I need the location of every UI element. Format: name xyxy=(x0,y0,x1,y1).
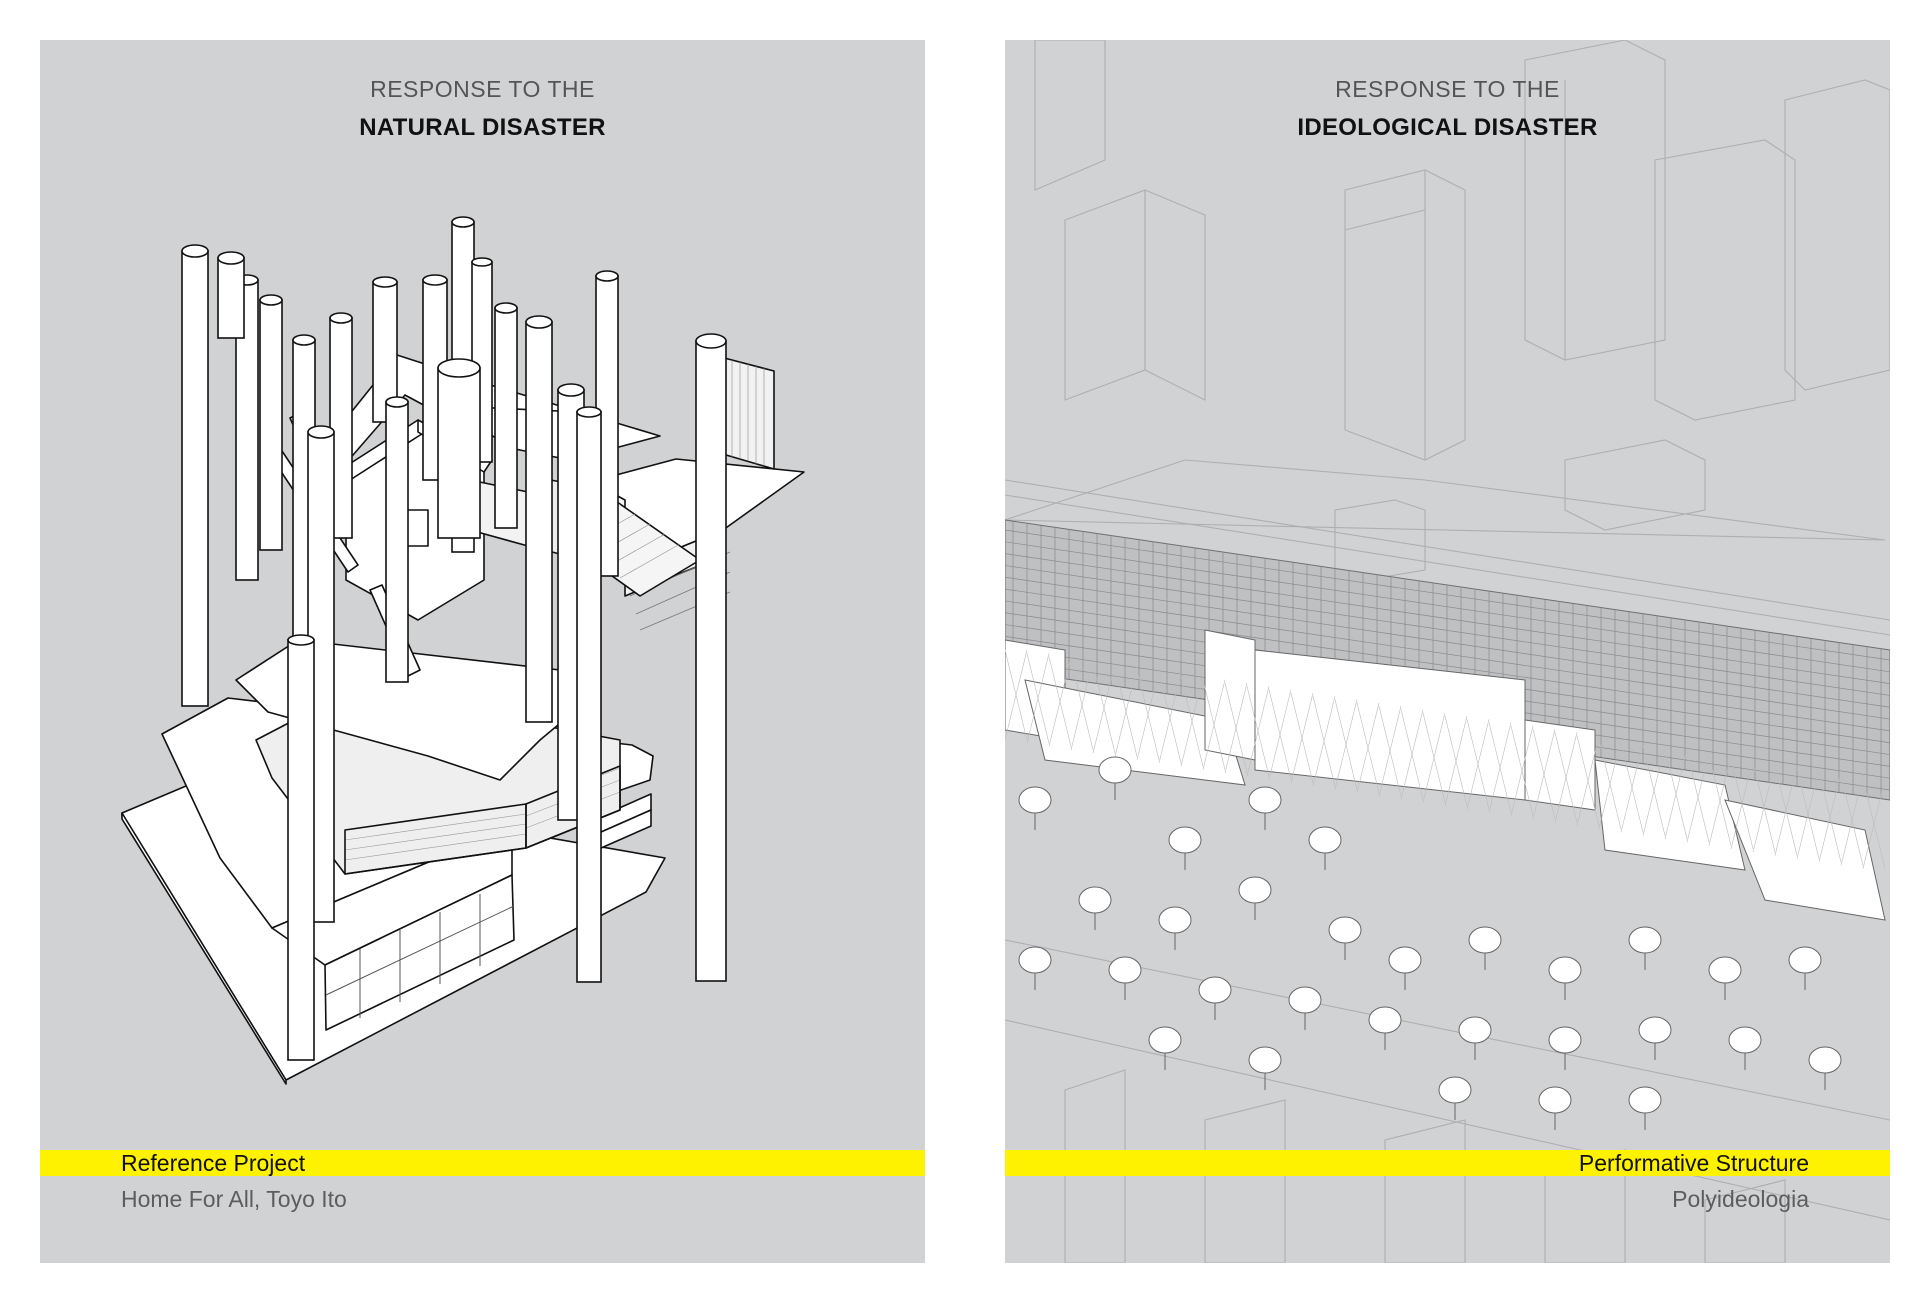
axonometric-city-drawing xyxy=(1005,40,1890,1263)
highlight-band xyxy=(40,1150,925,1176)
tree-icon xyxy=(1018,786,1052,830)
poster-ideological-disaster: RESPONSE TO THE IDEOLOGICAL DISASTER Per… xyxy=(1005,40,1890,1263)
kicker-text: RESPONSE TO THE xyxy=(1335,76,1560,102)
project-name: Polyideologia xyxy=(1672,1186,1809,1212)
tree-icon xyxy=(1788,946,1822,990)
headline-text: IDEOLOGICAL DISASTER xyxy=(1297,114,1598,141)
tree-icon xyxy=(1548,1026,1582,1070)
tree-icon xyxy=(1018,946,1052,990)
tree-icon xyxy=(1628,1086,1662,1130)
tree-icon xyxy=(1548,956,1582,1000)
highlight-band xyxy=(1005,1150,1890,1176)
tree-icon xyxy=(1098,756,1132,800)
tree-icon xyxy=(1248,1046,1282,1090)
tree-icon xyxy=(1108,956,1142,1000)
tree-icon xyxy=(1388,946,1422,990)
project-name: Home For All, Toyo Ito xyxy=(121,1186,347,1212)
tree-icon xyxy=(1458,1016,1492,1060)
tree-icon xyxy=(1238,876,1272,920)
slab-block xyxy=(1005,519,1890,801)
tree-icon xyxy=(1538,1086,1572,1130)
tree-icon xyxy=(1708,956,1742,1000)
performative-structure-label: Performative Structure xyxy=(1578,1150,1809,1176)
tree-icon xyxy=(1158,906,1192,950)
trees xyxy=(1018,756,1842,1130)
kicker-text: RESPONSE TO THE xyxy=(370,76,595,102)
headline-text: NATURAL DISASTER xyxy=(359,114,606,141)
columns xyxy=(181,216,727,1061)
tree-icon xyxy=(1728,1026,1762,1070)
tree-icon xyxy=(1198,976,1232,1020)
tree-icon xyxy=(1468,926,1502,970)
tree-icon xyxy=(1248,786,1282,830)
tree-icon xyxy=(1288,986,1322,1030)
axonometric-house-drawing xyxy=(121,216,805,1085)
tree-icon xyxy=(1628,926,1662,970)
tree-icon xyxy=(1368,1006,1402,1050)
tree-icon xyxy=(1328,916,1362,960)
reference-project-label: Reference Project xyxy=(121,1150,306,1176)
tree-icon xyxy=(1308,826,1342,870)
tree-icon xyxy=(1808,1046,1842,1090)
tree-icon xyxy=(1638,1016,1672,1060)
lattice-structure xyxy=(1005,629,1886,921)
tree-icon xyxy=(1148,1026,1182,1070)
tree-icon xyxy=(1168,826,1202,870)
poster-natural-disaster: RESPONSE TO THE NATURAL DISASTER Referen… xyxy=(40,40,925,1263)
tree-icon xyxy=(1078,886,1112,930)
background-buildings xyxy=(1005,40,1890,1263)
tree-icon xyxy=(1438,1076,1472,1120)
